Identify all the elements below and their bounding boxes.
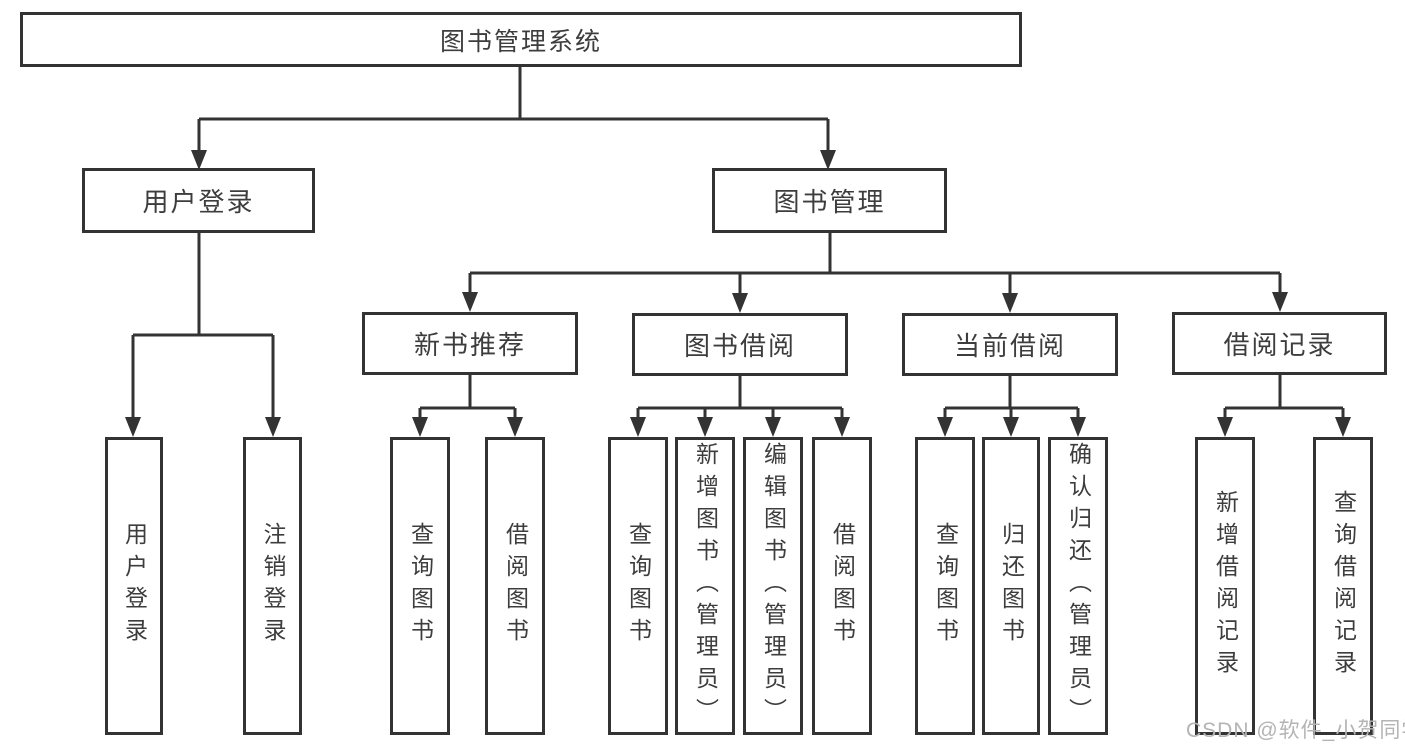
node-new-book-recommend: 新书推荐 (362, 312, 578, 375)
leaf-confirm-return-admin-label: 确认归还（管理员） (1065, 442, 1092, 730)
arrowheads (125, 150, 1351, 437)
leaf-user-login-label: 用户登录 (121, 522, 148, 650)
leaf-add-borrow-record: 新增借阅记录 (1195, 437, 1255, 735)
node-current-borrow: 当前借阅 (902, 313, 1118, 376)
leaf-borrow-books-recommend-label: 借阅图书 (502, 522, 529, 650)
leaf-return-books-label: 归还图书 (998, 522, 1025, 650)
node-library-system: 图书管理系统 (20, 12, 1022, 67)
leaf-edit-book-admin: 编辑图书（管理员） (743, 437, 803, 735)
leaf-edit-book-admin-label: 编辑图书（管理员） (760, 442, 787, 730)
leaf-user-login: 用户登录 (105, 437, 163, 735)
leaf-return-books: 归还图书 (982, 437, 1040, 735)
node-book-borrow: 图书借阅 (632, 313, 848, 376)
leaf-query-books-recommend-label: 查询图书 (407, 522, 434, 650)
leaf-borrow-books: 借阅图书 (812, 437, 872, 735)
node-book-management: 图书管理 (712, 168, 947, 233)
leaf-add-book-admin-label: 新增图书（管理员） (692, 442, 719, 730)
leaf-query-books-current: 查询图书 (915, 437, 975, 735)
leaf-query-books-current-label: 查询图书 (932, 522, 959, 650)
watermark-text: CSDN @软件_小贺同学 (1186, 719, 1405, 742)
leaf-query-books-borrow: 查询图书 (608, 437, 668, 735)
leaf-query-books-recommend: 查询图书 (390, 437, 450, 735)
node-borrow-records: 借阅记录 (1172, 312, 1387, 375)
leaf-borrow-books-recommend: 借阅图书 (485, 437, 545, 735)
leaf-query-borrow-record: 查询借阅记录 (1313, 437, 1373, 735)
node-user-login: 用户登录 (82, 168, 315, 233)
leaf-logout-label: 注销登录 (260, 522, 286, 650)
leaf-borrow-books-label: 借阅图书 (829, 522, 856, 650)
leaf-add-book-admin: 新增图书（管理员） (675, 437, 735, 735)
leaf-confirm-return-admin: 确认归还（管理员） (1048, 437, 1108, 735)
leaf-logout: 注销登录 (243, 437, 302, 735)
leaf-query-books-borrow-label: 查询图书 (625, 522, 652, 650)
leaf-query-borrow-record-label: 查询借阅记录 (1330, 490, 1357, 682)
leaf-add-borrow-record-label: 新增借阅记录 (1212, 490, 1239, 682)
